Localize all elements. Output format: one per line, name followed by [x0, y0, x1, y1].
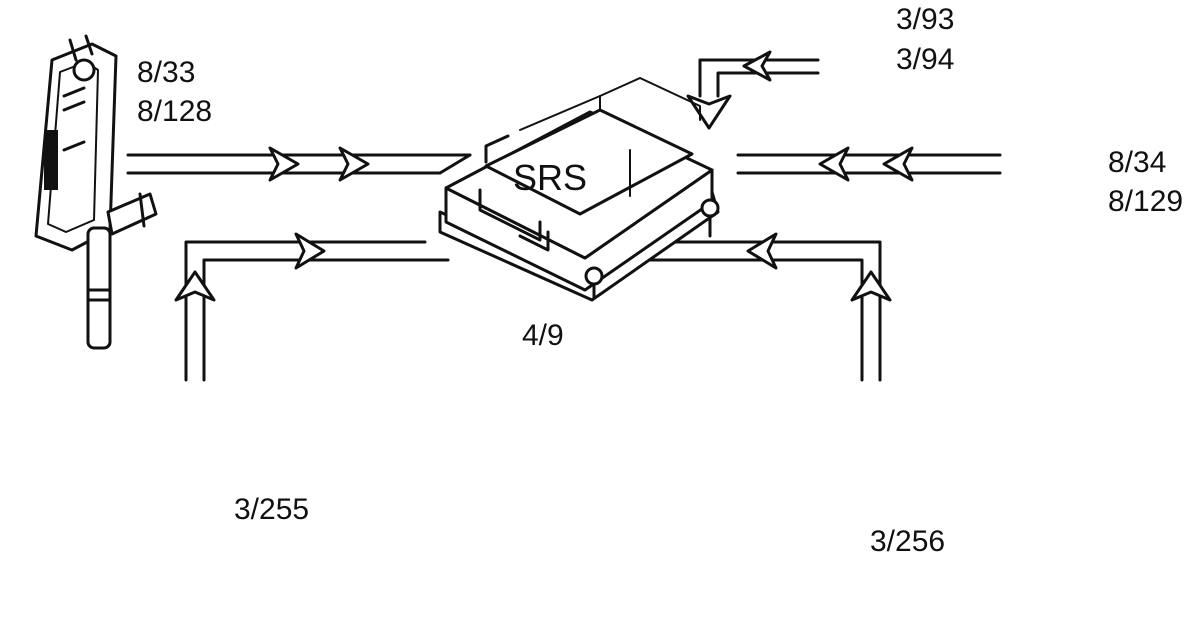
srs-label: SRS — [513, 157, 587, 198]
signal-arrow-right-upper — [736, 146, 1002, 182]
left-pretensioner — [34, 34, 158, 350]
control-unit-part-number: 4/9 — [522, 319, 564, 352]
right-seat-rail-label: 3/256 — [870, 525, 946, 558]
srs-control-unit — [438, 77, 720, 302]
right-pretensioner-label-2: 8/129 — [1108, 185, 1184, 218]
buckle-label-1: 3/93 — [896, 3, 955, 36]
signal-arrow-left-upper — [126, 146, 472, 182]
signal-arrow-top — [686, 50, 820, 130]
left-pretensioner-label-2: 8/128 — [137, 95, 213, 128]
signal-arrow-right-lower — [610, 232, 892, 382]
left-seat-rail-label: 3/255 — [234, 493, 310, 526]
buckle-label-2: 3/94 — [896, 43, 955, 76]
right-pretensioner-label-1: 8/34 — [1108, 146, 1167, 179]
left-pretensioner-label-1: 8/33 — [137, 56, 196, 89]
signal-arrow-left-lower — [174, 232, 450, 382]
